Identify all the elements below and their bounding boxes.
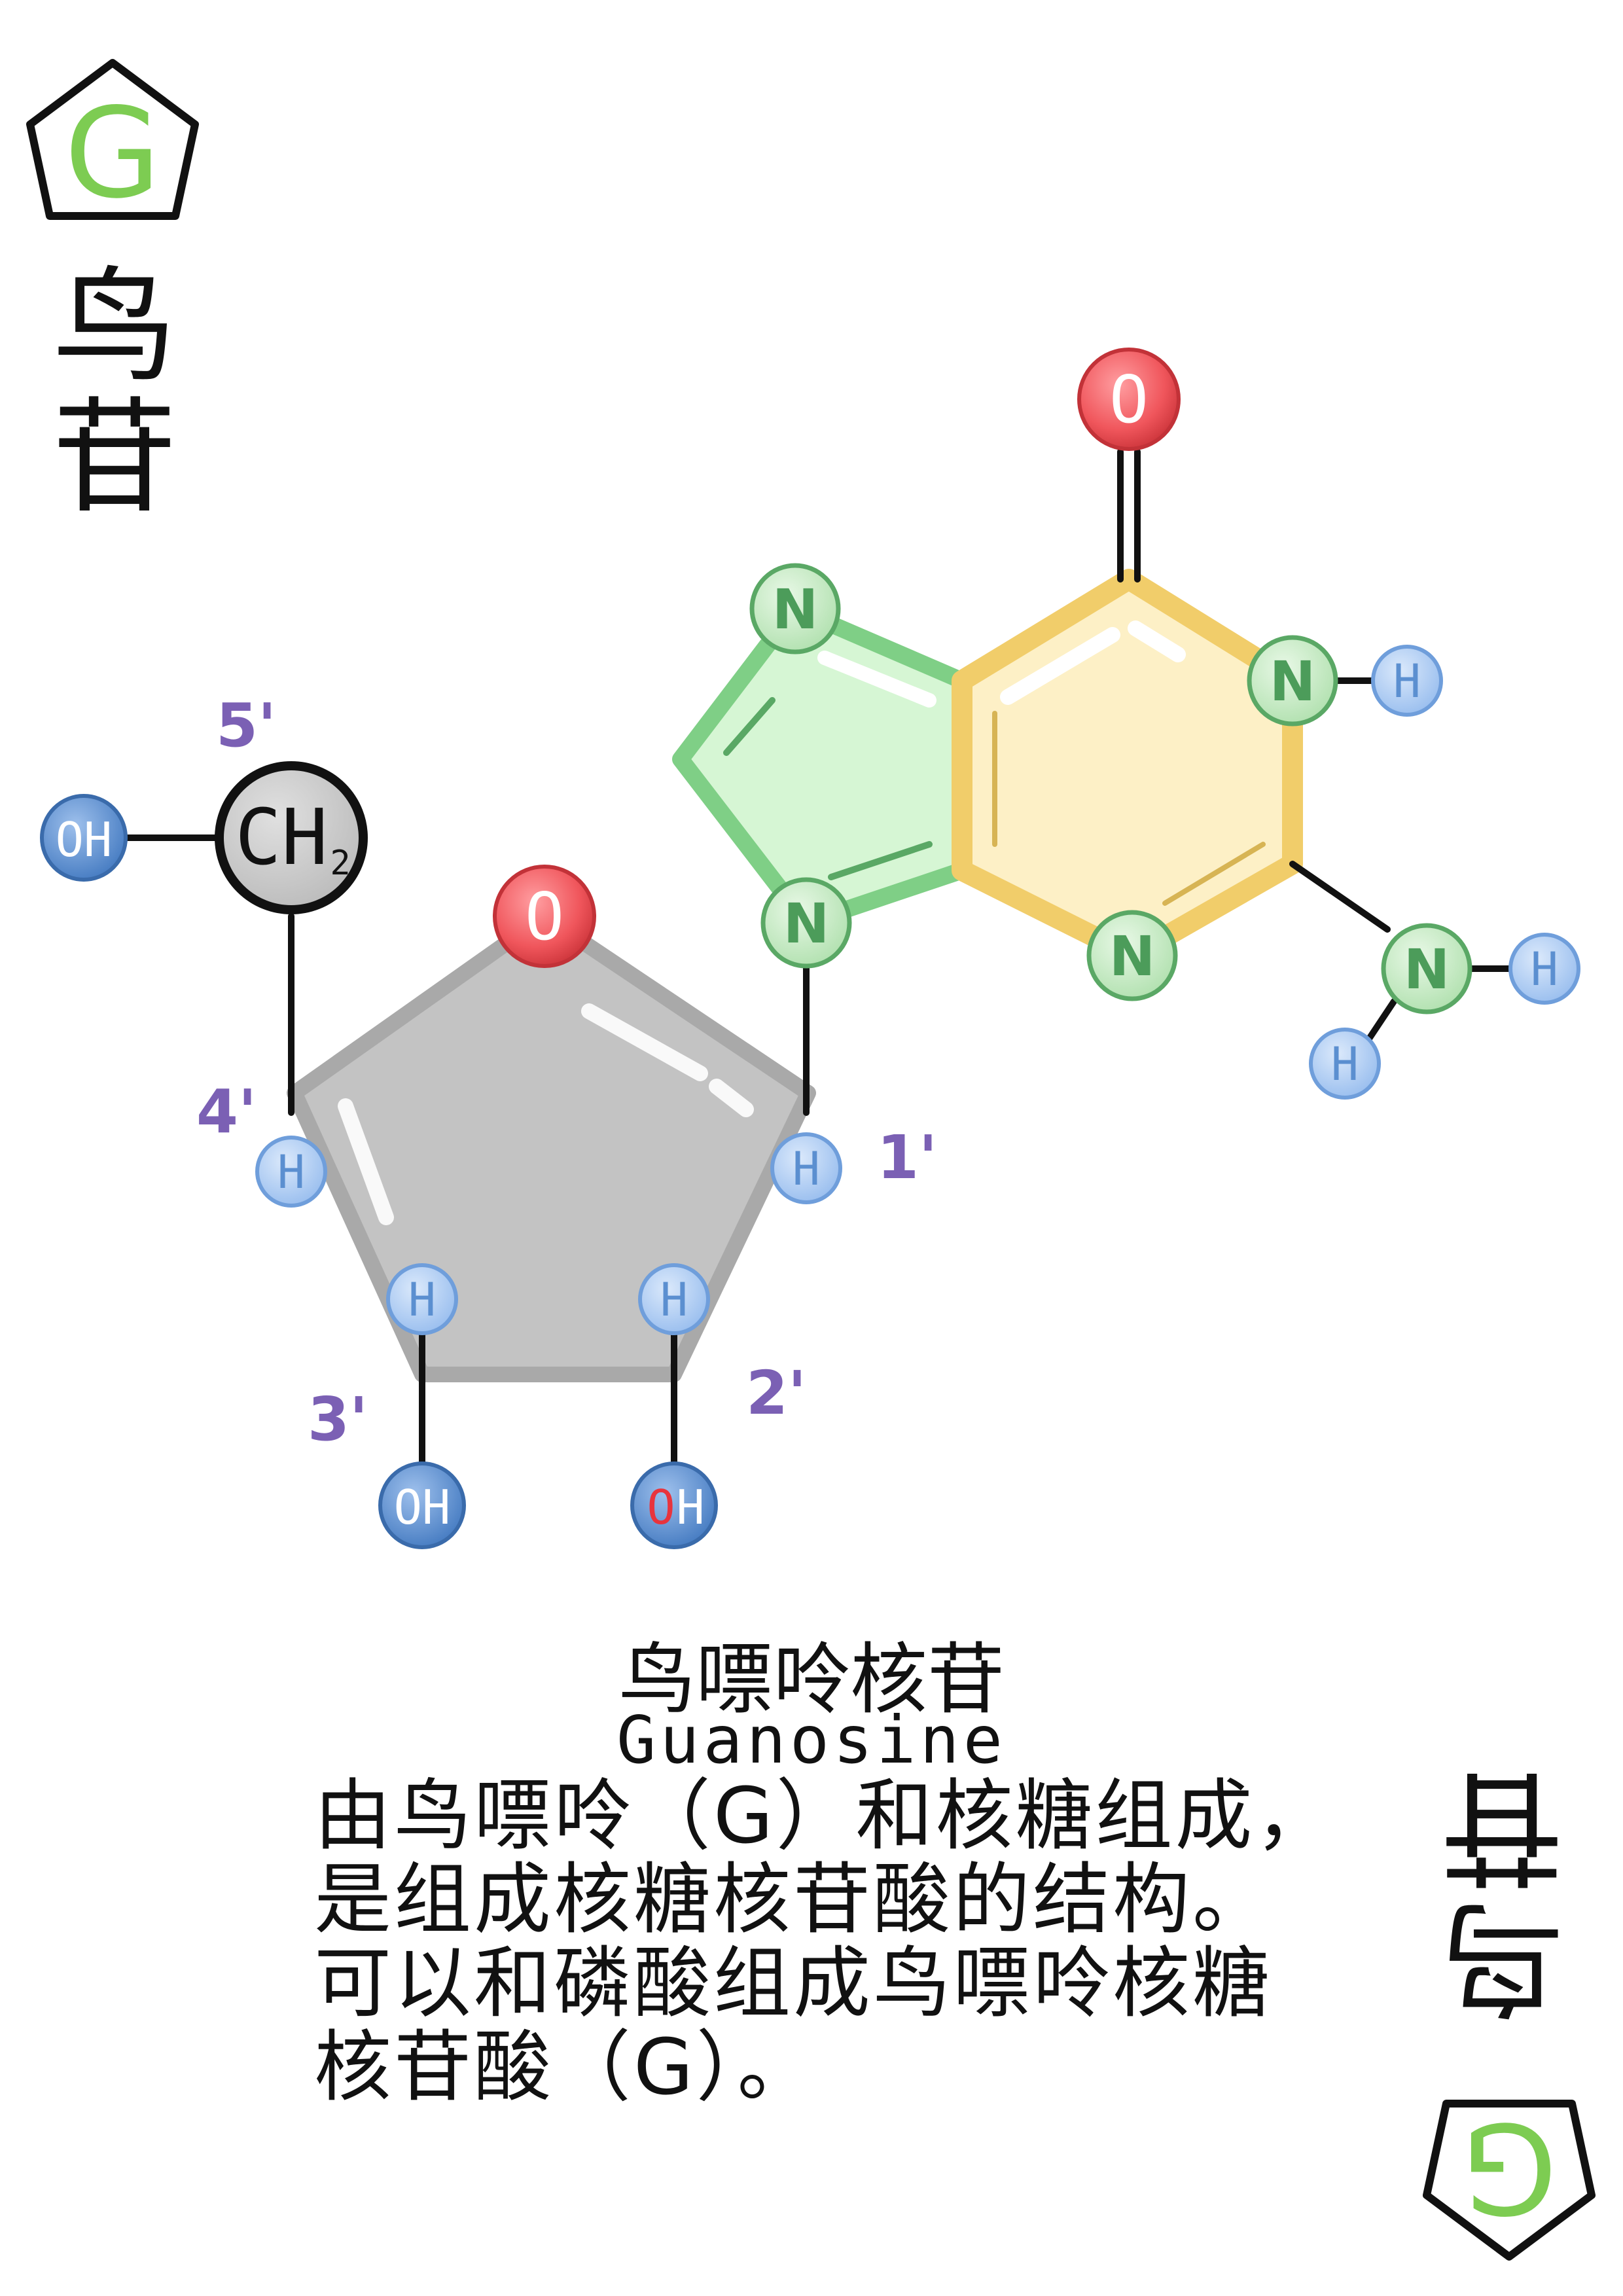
svg-text:H: H <box>676 1480 704 1535</box>
description-text: 由鸟嘌呤（G）和核糖组成，是组成核糖核苷酸的结构。可以和磷酸组成鸟嘌呤核糖核苷酸… <box>314 1770 1335 2112</box>
imidazole-ring <box>672 600 971 931</box>
svg-text:N: N <box>1404 937 1450 1001</box>
svg-text:H: H <box>1393 655 1421 708</box>
carbon-labels: 5' 4' 1' 3' 2' <box>196 691 937 1454</box>
atom-h-amino-bottom: H <box>1309 1028 1381 1100</box>
svg-text:OH: OH <box>394 1480 451 1535</box>
atom-n-glycosidic: N <box>760 877 852 969</box>
pyrimidine-ring <box>952 569 1303 966</box>
atom-h-c4: H <box>255 1136 327 1208</box>
atom-n-imidazole-top: N <box>749 563 841 655</box>
svg-text:N: N <box>783 891 829 956</box>
svg-text:H: H <box>408 1273 436 1327</box>
label-4prime: 4' <box>196 1077 257 1147</box>
svg-text:H: H <box>793 1142 820 1196</box>
svg-text:OH: OH <box>56 812 113 867</box>
svg-text:O: O <box>525 878 564 955</box>
svg-text:H: H <box>1531 942 1558 996</box>
svg-text:CH: CH <box>235 792 328 882</box>
label-1prime: 1' <box>877 1122 937 1193</box>
corner-name-top: 鸟苷 <box>52 255 177 530</box>
hydroxyl-c5: OH <box>40 794 128 882</box>
atom-o-carbonyl: O <box>1077 348 1181 451</box>
label-3prime: 3' <box>308 1384 368 1454</box>
atom-h-c1: H <box>770 1132 842 1204</box>
svg-text:N: N <box>1270 649 1315 713</box>
svg-text:H: H <box>277 1145 305 1199</box>
pentagon-letter-top: G <box>64 81 160 226</box>
svg-text:O: O <box>647 1480 675 1535</box>
pentagon-letter-bottom: G <box>1461 2095 1557 2240</box>
svg-text:2: 2 <box>330 844 350 883</box>
atom-h-c2: H <box>638 1263 710 1335</box>
label-2prime: 2' <box>746 1358 806 1428</box>
bonds <box>121 448 1515 1469</box>
svg-text:H: H <box>660 1273 688 1327</box>
ribose-ring <box>287 908 816 1382</box>
svg-text:H: H <box>1331 1037 1359 1091</box>
atom-n1: N <box>1247 635 1338 726</box>
svg-text:N: N <box>1109 924 1155 988</box>
atom-h-amino-right: H <box>1508 933 1580 1005</box>
title-chinese: 鸟嘌呤核苷 <box>618 1634 1005 1725</box>
atom-n3: N <box>1086 910 1178 1001</box>
svg-text:O: O <box>1109 361 1149 438</box>
svg-text:N: N <box>772 577 818 641</box>
atom-o-ring: O <box>493 865 596 968</box>
pentagon-badge-bottom: G <box>1423 2095 1596 2261</box>
atom-ch2: CH 2 <box>215 761 368 914</box>
title-english: Guanosine <box>616 1702 1007 1778</box>
hydroxyl-c2: O H <box>630 1462 718 1549</box>
atom-h-c3: H <box>386 1263 458 1335</box>
label-5prime: 5' <box>216 691 276 761</box>
atom-n-amino: N <box>1381 923 1472 1014</box>
pentagon-badge-top: G <box>26 59 199 226</box>
corner-name-bottom: 鸟苷 <box>1439 1754 1564 2030</box>
hydroxyl-c3: OH <box>378 1462 466 1549</box>
atom-h-n1: H <box>1371 645 1443 717</box>
